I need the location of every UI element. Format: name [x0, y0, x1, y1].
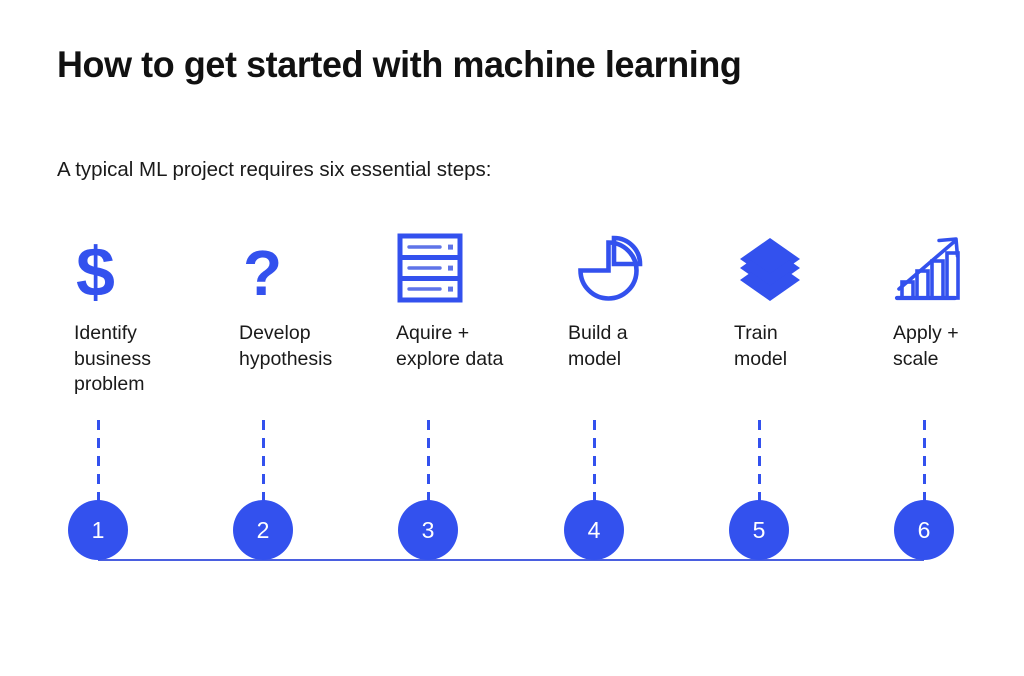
step-node-3[interactable]: 3 — [398, 500, 458, 560]
step-column-1: $ Identify business problem — [74, 232, 224, 398]
dollar-sign-glyph: $ — [76, 233, 115, 311]
growth-bar-chart-icon — [893, 232, 1024, 304]
step-node-6[interactable]: 6 — [894, 500, 954, 560]
question-mark-icon: ? — [239, 232, 389, 309]
question-mark-glyph: ? — [243, 237, 283, 309]
step-label-5: Train model — [734, 322, 788, 370]
step-column-5: Train model — [734, 232, 884, 372]
server-rack-icon — [396, 232, 546, 304]
page-subtitle: A typical ML project requires six essent… — [57, 158, 492, 181]
layers-stack-icon — [734, 232, 884, 304]
step-node-4[interactable]: 4 — [564, 500, 624, 560]
step-label-6: Apply + scale — [893, 322, 959, 370]
step-column-3: Aquire + explore data — [396, 232, 546, 372]
step-label-4: Build a model — [568, 322, 628, 370]
step-label-2: Develop hypothesis — [239, 322, 333, 370]
step-label-3: Aquire + explore data — [396, 322, 504, 370]
dollar-sign-icon: $ — [74, 232, 224, 311]
step-node-5[interactable]: 5 — [729, 500, 789, 560]
step-node-1[interactable]: 1 — [68, 500, 128, 560]
step-column-2: ? Develop hypothesis — [239, 232, 389, 372]
step-label-1: Identify business problem — [74, 322, 151, 395]
pie-chart-icon — [568, 232, 718, 304]
step-column-6: Apply + scale — [893, 232, 1024, 372]
page-title: How to get started with machine learning — [57, 44, 742, 85]
step-column-4: Build a model — [568, 232, 718, 372]
step-node-2[interactable]: 2 — [233, 500, 293, 560]
